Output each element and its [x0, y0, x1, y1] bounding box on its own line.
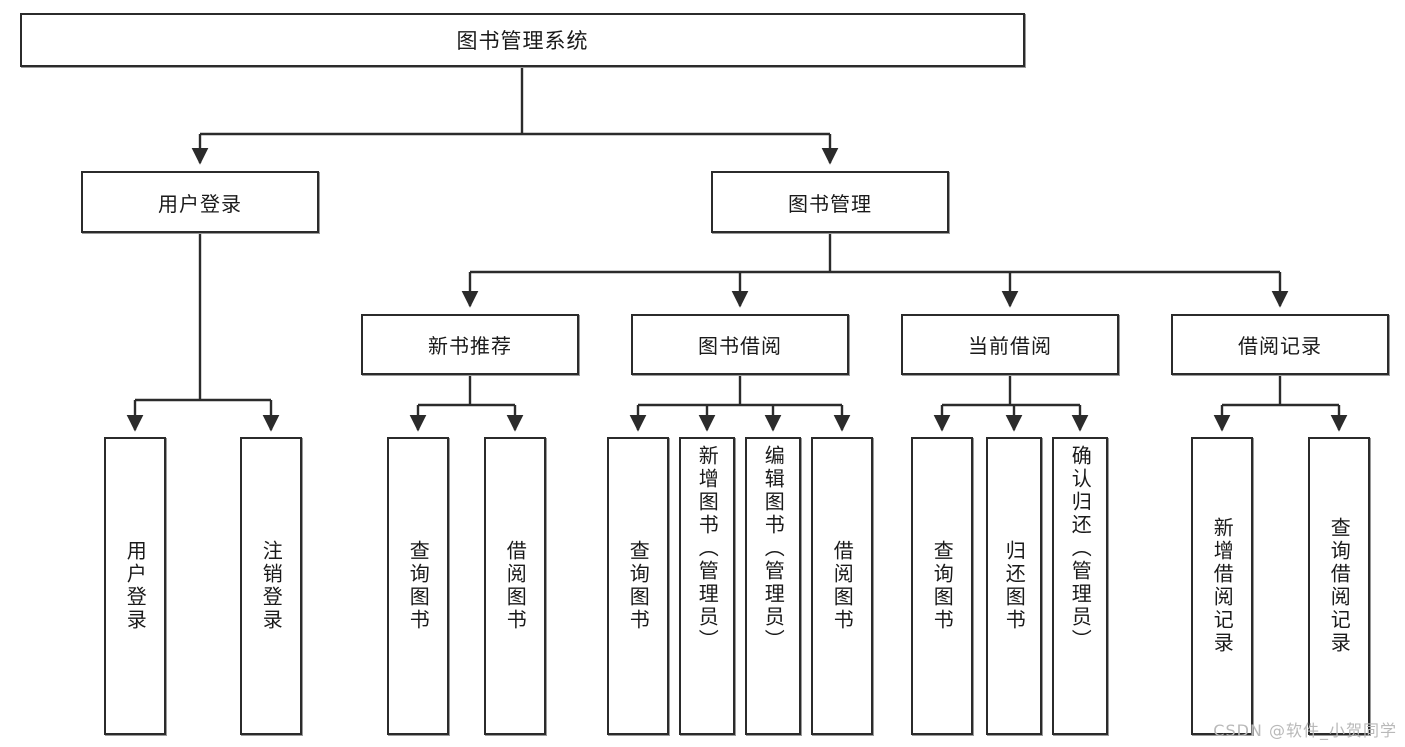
node-root[interactable]: 图书管理系统	[20, 13, 1025, 67]
node-leaf-query-book-bor-label: 查询图书	[626, 540, 651, 632]
node-book-manage[interactable]: 图书管理	[711, 171, 949, 233]
node-leaf-query-book-bor[interactable]: 查询图书	[607, 437, 669, 735]
node-leaf-borrow-book-bor-label: 借阅图书	[830, 540, 855, 632]
node-leaf-user-login[interactable]: 用户登录	[104, 437, 166, 735]
node-user-login[interactable]: 用户登录	[81, 171, 319, 233]
node-leaf-borrow-book-rec[interactable]: 借阅图书	[484, 437, 546, 735]
node-current-borrow-label: 当前借阅	[968, 334, 1052, 358]
node-new-book-recommend[interactable]: 新书推荐	[361, 314, 579, 375]
watermark: CSDN @软件_小贺同学	[1213, 721, 1397, 740]
node-borrow-record[interactable]: 借阅记录	[1171, 314, 1389, 375]
node-book-borrow-label: 图书借阅	[698, 334, 782, 358]
node-leaf-return-book-label: 归还图书	[1002, 540, 1027, 632]
node-leaf-query-record-label: 查询借阅记录	[1327, 517, 1352, 655]
node-book-manage-label: 图书管理	[788, 191, 872, 216]
node-leaf-query-book-rec[interactable]: 查询图书	[387, 437, 449, 735]
node-leaf-add-book-label: 新增图书（管理员）	[695, 445, 720, 652]
node-leaf-add-record-label: 新增借阅记录	[1210, 517, 1235, 655]
node-leaf-edit-book[interactable]: 编辑图书（管理员）	[745, 437, 801, 735]
node-leaf-query-book-cur[interactable]: 查询图书	[911, 437, 973, 735]
node-root-label: 图书管理系统	[456, 29, 589, 53]
node-leaf-query-book-rec-label: 查询图书	[406, 540, 431, 632]
node-leaf-borrow-book-bor[interactable]: 借阅图书	[811, 437, 873, 735]
node-leaf-add-record[interactable]: 新增借阅记录	[1191, 437, 1253, 735]
node-leaf-confirm-return[interactable]: 确认归还（管理员）	[1052, 437, 1108, 735]
node-leaf-add-book[interactable]: 新增图书（管理员）	[679, 437, 735, 735]
node-leaf-query-record[interactable]: 查询借阅记录	[1308, 437, 1370, 735]
node-current-borrow[interactable]: 当前借阅	[901, 314, 1119, 375]
node-leaf-borrow-book-rec-label: 借阅图书	[503, 540, 528, 632]
node-leaf-user-login-label: 用户登录	[123, 540, 148, 632]
node-leaf-user-logout[interactable]: 注销登录	[240, 437, 302, 735]
node-leaf-edit-book-label: 编辑图书（管理员）	[761, 445, 786, 652]
node-leaf-user-logout-label: 注销登录	[259, 540, 284, 632]
node-leaf-query-book-cur-label: 查询图书	[930, 540, 955, 632]
node-leaf-return-book[interactable]: 归还图书	[986, 437, 1042, 735]
node-book-borrow[interactable]: 图书借阅	[631, 314, 849, 375]
node-borrow-record-label: 借阅记录	[1238, 334, 1322, 358]
node-leaf-confirm-return-label: 确认归还（管理员）	[1068, 445, 1093, 652]
node-user-login-label: 用户登录	[158, 191, 242, 216]
node-new-book-recommend-label: 新书推荐	[428, 334, 512, 358]
